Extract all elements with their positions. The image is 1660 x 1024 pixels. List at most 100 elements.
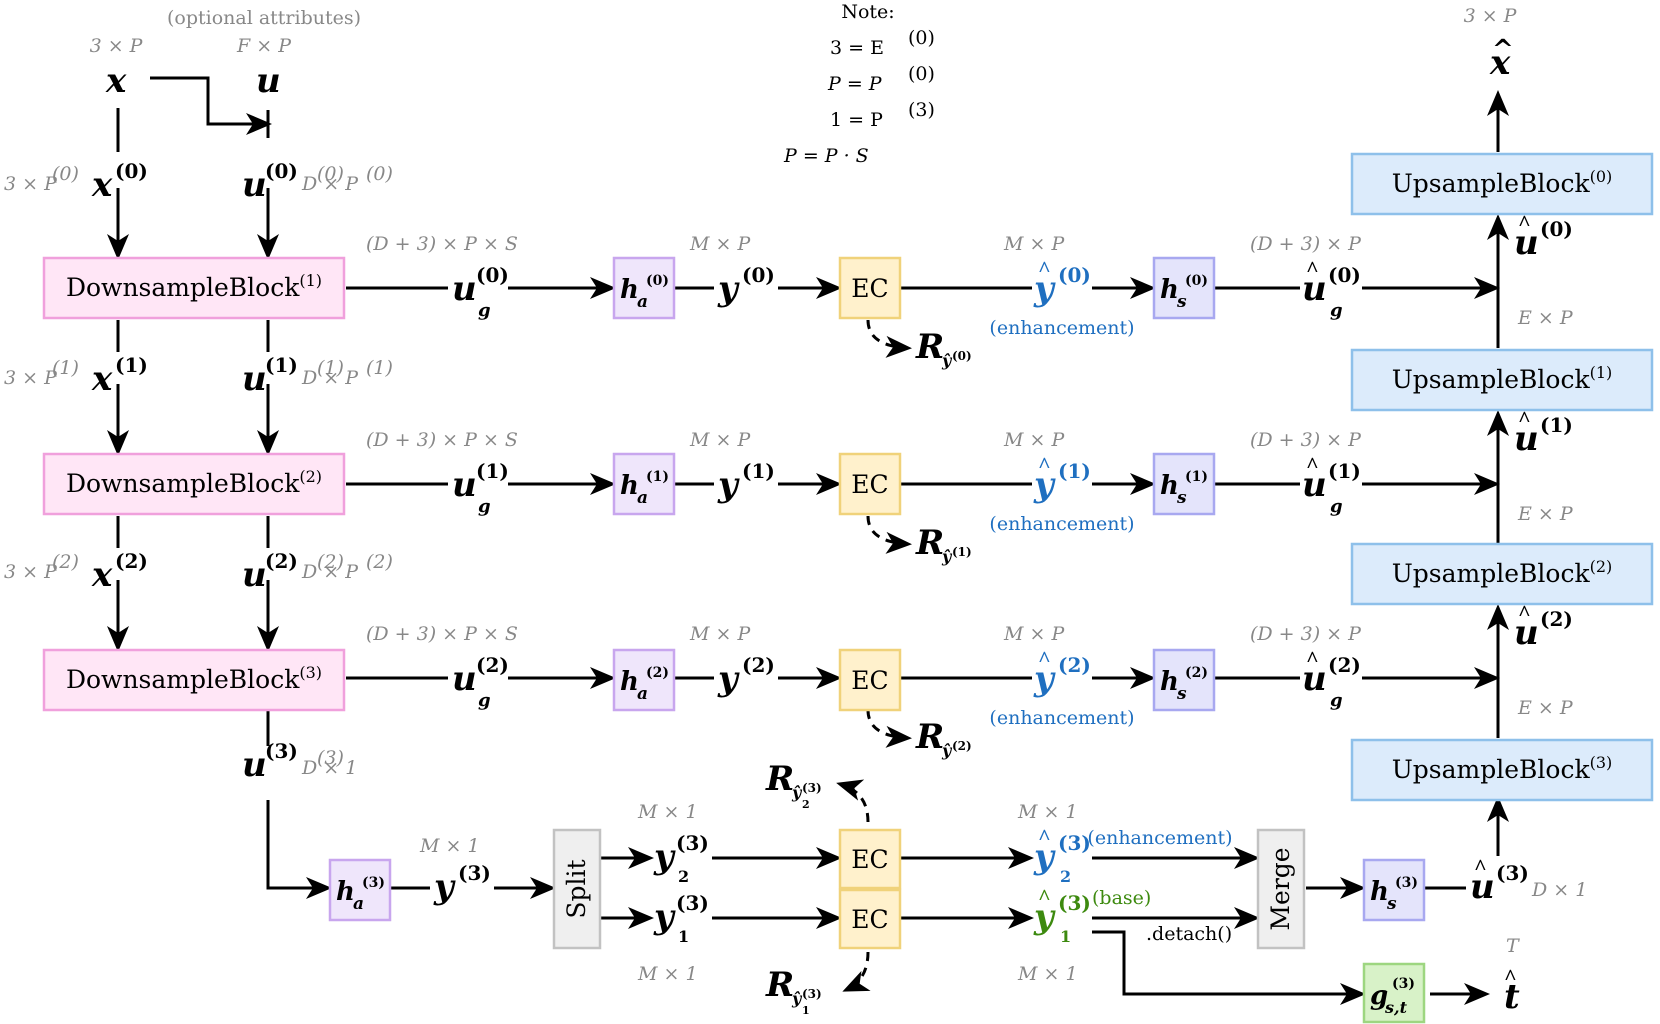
svg-text:M × P: M × P (1003, 233, 1065, 255)
svg-text:(1): (1) (1058, 459, 1091, 483)
svg-text:(2): (2) (115, 549, 148, 573)
note-title: Note: (841, 1, 894, 23)
svg-text:(2): (2) (52, 551, 79, 573)
ha-box-3: ha(3) (328, 858, 392, 922)
base-label: (base) (1092, 887, 1151, 909)
svg-text:M × 1: M × 1 (637, 963, 698, 985)
upsample-block-2: UpsampleBlock(2) (1350, 542, 1654, 606)
enhancement-label: (enhancement) (989, 707, 1134, 729)
ha-boxes: ha(0) ha(1) ha(2) ha(3) (328, 256, 676, 922)
svg-text:(0): (0) (646, 273, 669, 289)
stream-labels: (enhancement) (enhancement) (enhancement… (989, 317, 1232, 945)
svg-text:1: 1 (802, 1004, 810, 1017)
svg-text:1: 1 (678, 927, 689, 946)
svg-text:a: a (637, 684, 648, 704)
svg-text:D × 1: D × 1 (301, 757, 357, 779)
upsample-label: UpsampleBlock (1392, 755, 1591, 784)
svg-text:(1): (1) (317, 357, 344, 379)
svg-text:Split: Split (562, 859, 591, 918)
hs-box-3: hs(3) (1362, 858, 1426, 922)
enhancement-label: (enhancement) (989, 317, 1134, 339)
svg-text:g: g (1330, 300, 1343, 321)
hs-boxes: hs(0) hs(1) hs(2) hs(3) (1152, 256, 1426, 922)
svg-text:E × P: E × P (1517, 697, 1574, 719)
svg-text:(2): (2) (952, 739, 972, 753)
svg-text:R: R (915, 523, 944, 563)
svg-text:(0): (0) (742, 263, 775, 287)
svg-text:(3): (3) (458, 861, 491, 885)
svg-text:(2): (2) (1540, 607, 1573, 631)
var-x: x (105, 61, 127, 101)
svg-text:(D + 3) × P × S: (D + 3) × P × S (366, 623, 518, 645)
variables: x u x ^ x(0) u(0) x(1) u(1) x(2) u(2) u(… (91, 35, 1573, 1017)
dimension-labels: (optional attributes) 3 × P F × P 3 × P … (4, 5, 1587, 985)
upsample-block-3: UpsampleBlock(3) (1350, 738, 1654, 802)
svg-text:(3): (3) (362, 875, 385, 891)
upsample-blocks: UpsampleBlock (0) UpsampleBlock(1) Upsamp… (1350, 152, 1654, 802)
svg-text:y: y (1033, 465, 1056, 505)
svg-text:(0): (0) (317, 163, 344, 185)
svg-text:h: h (620, 667, 639, 697)
svg-text:1 = P: 1 = P (830, 109, 883, 131)
svg-text:g: g (478, 690, 491, 711)
svg-text:x: x (91, 165, 113, 205)
svg-text:(3): (3) (802, 987, 822, 1001)
downsample-block-1: DownsampleBlock(1) (42, 256, 346, 320)
svg-text:3 × P: 3 × P (4, 367, 58, 389)
svg-text:u: u (1470, 867, 1495, 907)
svg-text:DownsampleBlock(2): DownsampleBlock(2) (66, 467, 322, 498)
svg-text:ŷ: ŷ (941, 351, 953, 370)
svg-text:x: x (91, 555, 113, 595)
svg-text:3 × P: 3 × P (4, 173, 58, 195)
svg-text:3 × P: 3 × P (4, 561, 58, 583)
svg-text:ŷ: ŷ (791, 989, 803, 1008)
svg-text:2: 2 (802, 798, 810, 811)
ha-box-1: ha(1) (612, 452, 676, 516)
hs-box-1: hs(1) (1152, 452, 1216, 516)
ec-box-2: EC (838, 648, 902, 712)
svg-text:M × P: M × P (689, 233, 751, 255)
svg-text:R: R (765, 965, 794, 1005)
svg-text:M × 1: M × 1 (419, 835, 480, 857)
svg-text:g: g (478, 496, 491, 517)
svg-text:u: u (242, 745, 267, 785)
svg-text:M × P: M × P (689, 623, 751, 645)
svg-text:D × P: D × P (301, 367, 359, 389)
svg-text:M × 1: M × 1 (1017, 801, 1078, 823)
svg-text:3 × P: 3 × P (90, 35, 144, 57)
svg-text:(0): (0) (1540, 217, 1573, 241)
upsample-label: UpsampleBlock (1392, 169, 1591, 198)
svg-text:(1): (1) (742, 459, 775, 483)
svg-text:ŷ: ŷ (791, 783, 803, 802)
svg-text:u: u (242, 359, 267, 399)
svg-text:(2): (2) (1058, 653, 1091, 677)
svg-text:u: u (1514, 223, 1539, 263)
svg-text:^: ^ (1518, 210, 1531, 235)
svg-text:(0): (0) (908, 27, 935, 49)
svg-text:1: 1 (1060, 927, 1071, 946)
svg-text:g: g (1330, 496, 1343, 517)
svg-text:(3): (3) (802, 781, 822, 795)
svg-text:(D + 3) × P: (D + 3) × P (1250, 623, 1362, 645)
var-u: u (256, 61, 281, 101)
svg-text:(0): (0) (52, 163, 79, 185)
svg-text:EC: EC (851, 905, 888, 934)
svg-text:a: a (637, 292, 648, 312)
svg-text:(1): (1) (476, 459, 509, 483)
svg-text:(0): (0) (952, 349, 972, 363)
svg-text:(2): (2) (476, 653, 509, 677)
svg-text:2: 2 (678, 867, 689, 886)
svg-text:y: y (1033, 897, 1056, 937)
svg-text:s: s (1386, 894, 1397, 914)
upsample-block-1: UpsampleBlock(1) (1350, 348, 1654, 412)
svg-text:UpsampleBlock(3): UpsampleBlock(3) (1392, 753, 1613, 784)
svg-text:2: 2 (1060, 867, 1071, 886)
svg-text:u: u (1514, 613, 1539, 653)
ha-box-2: ha(2) (612, 648, 676, 712)
svg-text:u: u (452, 269, 477, 309)
g-box: gs,t(3) (1362, 962, 1426, 1024)
ec-box-1: EC (838, 452, 902, 516)
svg-text:h: h (1160, 667, 1179, 697)
svg-text:(3): (3) (676, 831, 709, 855)
svg-text:(1): (1) (646, 469, 669, 485)
